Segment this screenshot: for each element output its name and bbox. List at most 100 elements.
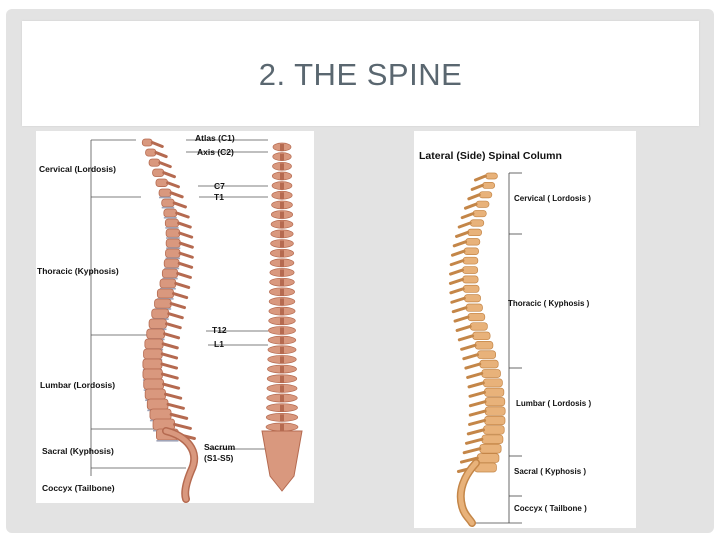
vertebra-body xyxy=(148,318,167,329)
posterior-spinous xyxy=(280,172,284,180)
vertebra-body-right xyxy=(465,238,481,246)
spine-figure-left: Cervical (Lordosis) Thoracic (Kyphosis) … xyxy=(36,131,314,503)
spinous-process xyxy=(160,372,179,380)
vertebra-body xyxy=(149,408,172,421)
vertebra-body xyxy=(143,378,165,390)
spinous-process-right xyxy=(464,437,484,445)
posterior-spinous xyxy=(280,221,284,229)
leader-lines xyxy=(186,139,268,450)
vertebra-body xyxy=(155,178,169,187)
posterior-spinous xyxy=(280,375,284,383)
vertebra-body-right xyxy=(472,331,491,341)
spinous-process xyxy=(172,292,189,300)
spinous-process xyxy=(166,181,180,189)
spinous-process-right xyxy=(468,418,487,426)
vertebra-body-right xyxy=(462,275,479,284)
vertebra-body-right xyxy=(484,415,506,426)
vertebra-body xyxy=(148,158,161,167)
vertebra-body-right xyxy=(483,425,505,435)
vertebra-body-right xyxy=(482,182,496,189)
posterior-spinous xyxy=(280,240,284,248)
vertebra-body-right xyxy=(462,284,480,293)
spinous-process-right xyxy=(459,456,479,464)
spinous-process xyxy=(178,231,194,239)
spinous-process-right xyxy=(455,230,470,238)
disc xyxy=(165,257,181,260)
lateral-spine-drawing-right xyxy=(448,172,506,527)
vertebra-body-right xyxy=(469,322,488,331)
sacrum-coccyx-inner xyxy=(163,428,197,502)
vertebra-body xyxy=(143,348,163,360)
posterior-spinous xyxy=(280,250,284,258)
spinous-process xyxy=(177,261,194,269)
spinous-process-right xyxy=(466,371,484,379)
spinous-process xyxy=(172,201,187,209)
vertebra-body-right xyxy=(475,200,490,208)
vertebra-body-right xyxy=(482,378,503,388)
spinous-process xyxy=(176,271,192,279)
spinous-process-right xyxy=(467,381,485,389)
label-atlas: Atlas (C1) xyxy=(195,133,235,143)
vertebra-body xyxy=(161,198,175,208)
sacrum-coccyx-right-inner xyxy=(458,460,479,526)
posterior-spinous xyxy=(280,259,284,267)
spinous-process-right xyxy=(452,240,468,248)
posterior-spinous xyxy=(280,269,284,277)
spinous-process xyxy=(178,251,194,259)
posterior-spinous xyxy=(280,153,284,161)
posterior-spinous xyxy=(280,385,284,393)
vertebra-body xyxy=(156,288,174,299)
label-sacral: Sacral (Kyphosis) xyxy=(42,446,114,456)
spinous-process-right xyxy=(462,447,482,455)
vertebra-body xyxy=(165,228,181,238)
vertebra-body xyxy=(144,388,166,400)
spinous-process xyxy=(174,281,191,289)
slide-title: 2. THE SPINE xyxy=(258,57,463,92)
spinous-process-right xyxy=(449,259,465,267)
posterior-spinous xyxy=(280,201,284,209)
vertebra-body-right xyxy=(481,369,501,378)
posterior-spinous xyxy=(280,308,284,316)
vertebra-body xyxy=(154,298,172,309)
spinous-process-right xyxy=(468,390,486,398)
label-coccyx: Coccyx (Tailbone) xyxy=(42,483,115,493)
disc xyxy=(159,196,172,199)
spinous-process-right xyxy=(470,183,484,191)
region-brackets xyxy=(90,139,186,476)
posterior-sacrum xyxy=(261,430,303,492)
spinous-process xyxy=(166,402,185,410)
posterior-spinous xyxy=(280,230,284,238)
posterior-spinous xyxy=(280,288,284,296)
posterior-spinous xyxy=(280,346,284,354)
disc xyxy=(162,277,178,280)
posterior-spinous xyxy=(280,298,284,306)
vertebra-body-right xyxy=(469,219,485,227)
spinous-process xyxy=(164,392,183,400)
spine-illustration-left xyxy=(90,138,303,503)
spinous-process-right xyxy=(449,268,464,276)
posterior-spinous xyxy=(280,327,284,335)
spinous-process-right xyxy=(468,409,487,417)
label-t1: T1 xyxy=(214,192,224,202)
lateral-spine-drawing xyxy=(141,138,199,503)
vertebra-body-right xyxy=(479,359,499,369)
label-lumbar-right: Lumbar ( Lordosis ) xyxy=(516,399,592,408)
spinous-process xyxy=(161,342,179,350)
spine-illustration-right xyxy=(448,172,522,527)
spinous-process-right xyxy=(464,362,482,370)
spinous-process-right xyxy=(462,353,480,361)
label-thoracic-right: Thoracic ( Kyphosis ) xyxy=(508,299,590,308)
posterior-spinous xyxy=(280,424,284,431)
vertebra-body xyxy=(163,258,180,269)
disc xyxy=(156,440,179,442)
vertebra-body-right xyxy=(467,228,482,237)
vertebra-body xyxy=(161,268,179,279)
posterior-spinous xyxy=(280,192,284,200)
vertebra-body-right xyxy=(474,341,494,350)
spinous-process-right xyxy=(463,202,478,210)
disc xyxy=(161,206,175,209)
vertebra-body-right xyxy=(484,406,506,416)
figure-heading: Lateral (Side) Spinal Column xyxy=(419,150,562,162)
posterior-spinous xyxy=(280,182,284,190)
spinous-process xyxy=(175,211,190,219)
